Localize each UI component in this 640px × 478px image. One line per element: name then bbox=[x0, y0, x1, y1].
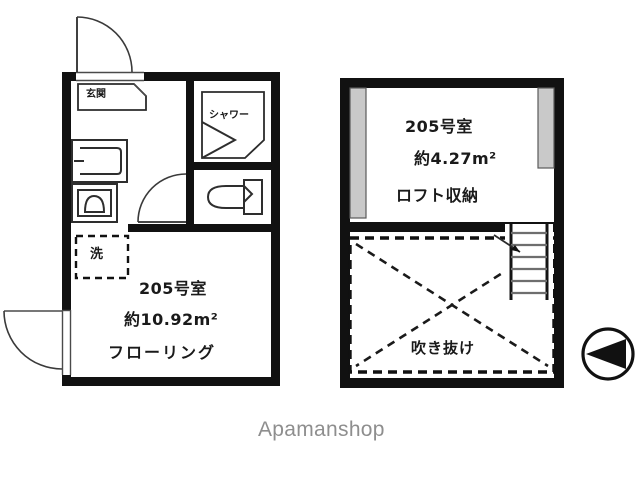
balcony-door-arc bbox=[3, 310, 63, 370]
void-outline bbox=[348, 236, 556, 374]
loft-ladder-group bbox=[493, 224, 553, 302]
lower-room-number: 205号室 bbox=[139, 279, 207, 298]
ladder-leader-arrowhead bbox=[511, 245, 520, 252]
loft-wall-left bbox=[340, 78, 350, 388]
wall-left-upper bbox=[62, 72, 71, 310]
stove-unit bbox=[71, 183, 118, 223]
kitchen-fixtures-group bbox=[71, 139, 128, 223]
lower-room-area: 約10.92m² bbox=[124, 310, 219, 329]
entrance-door-arc bbox=[76, 16, 133, 73]
compass-group bbox=[581, 327, 635, 381]
loft-wall-right bbox=[554, 78, 564, 388]
void-label: 吹き抜け bbox=[411, 339, 476, 357]
shower-label: シャワー bbox=[209, 110, 249, 121]
interior-partitions bbox=[128, 72, 280, 232]
partition-horizontal bbox=[186, 162, 280, 170]
toilet-tank bbox=[243, 179, 263, 215]
watermark: Apamanshop bbox=[258, 418, 385, 441]
loft-floor-plan-group bbox=[340, 78, 564, 388]
shower-room-group bbox=[201, 91, 265, 159]
entrance-label: 玄関 bbox=[86, 89, 106, 100]
genkan-tataki bbox=[77, 83, 147, 111]
balcony-window-opening bbox=[61, 309, 72, 375]
toilet-bowl bbox=[206, 185, 244, 209]
loft-usage-label: ロフト収納 bbox=[396, 186, 479, 205]
toilet-seat-notch bbox=[243, 185, 254, 203]
toilet-door-swing bbox=[137, 173, 187, 223]
stove-burner bbox=[83, 194, 106, 213]
shower-stall-outline bbox=[201, 91, 265, 159]
washer-space-outline bbox=[74, 234, 130, 280]
wall-left-lower bbox=[62, 375, 71, 386]
partition-wetarea-bottom bbox=[128, 224, 280, 232]
genkan-chamfer bbox=[133, 83, 147, 97]
loft-wall-bottom bbox=[340, 378, 564, 388]
void-x-diagonal-2 bbox=[355, 242, 549, 368]
loft-windows bbox=[349, 87, 555, 219]
loft-window-right bbox=[537, 87, 555, 169]
toilet-group bbox=[206, 179, 263, 215]
lower-floor-plan-group bbox=[3, 16, 280, 386]
window-gap bbox=[62, 310, 71, 375]
loft-window-left bbox=[349, 87, 367, 219]
compass-arrow-icon bbox=[586, 339, 626, 369]
shower-tray-mark bbox=[201, 121, 238, 159]
washer-space-group bbox=[74, 234, 130, 280]
entrance-door-gap bbox=[76, 72, 144, 81]
stove-top bbox=[77, 189, 112, 217]
loft-outer-walls bbox=[340, 78, 564, 388]
wall-bottom bbox=[62, 377, 280, 386]
loft-wall-top bbox=[340, 78, 564, 88]
lower-room-flooring: フローリング bbox=[108, 343, 217, 362]
entrance-group bbox=[76, 16, 147, 111]
partition-vertical-upper bbox=[186, 72, 194, 168]
partition-vertical-lower bbox=[186, 168, 194, 230]
loft-room-area: 約4.27m² bbox=[414, 149, 497, 168]
balcony-door-swing bbox=[3, 310, 63, 370]
ladder-backing bbox=[505, 224, 553, 302]
loft-floor-divider bbox=[340, 222, 564, 232]
void-region-group bbox=[348, 236, 556, 374]
washer-label: 洗 bbox=[90, 247, 104, 262]
loft-room-number: 205号室 bbox=[405, 117, 473, 136]
sink-counter bbox=[71, 139, 128, 183]
sink-basin bbox=[80, 147, 122, 175]
toilet-door-arc bbox=[137, 173, 187, 223]
wall-top bbox=[62, 72, 280, 81]
